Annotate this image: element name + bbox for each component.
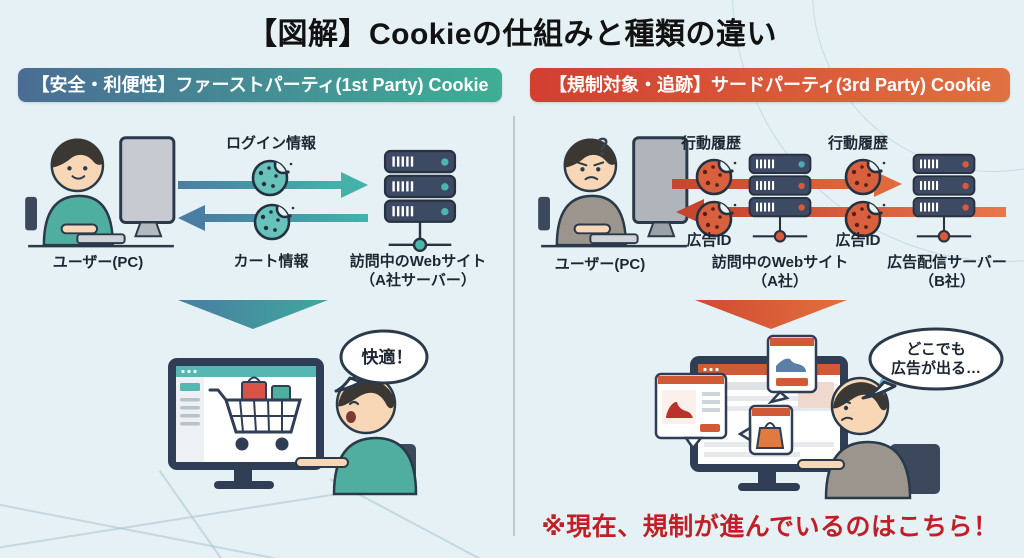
user-at-pc-icon [538, 136, 689, 248]
cookie-icon [844, 158, 886, 196]
site-a-label: 訪問中のWebサイト （A社） [705, 253, 855, 291]
ad-server-b-label: 広告配信サーバー （B社） [872, 253, 1022, 291]
site-a-server-label-line2: （A社サーバー） [360, 272, 476, 289]
server-icon [383, 149, 457, 252]
ads-everywhere-bubble-line1: どこでも [906, 341, 966, 358]
shopping-scene-illustration [168, 358, 418, 496]
cart-info-label: カート情報 [233, 253, 309, 270]
down-arrow-icon [178, 300, 328, 329]
browsing-history-label: 行動履歴 [827, 135, 888, 152]
ad-server-b-label-line1: 広告配信サーバー [887, 254, 1007, 271]
site-a-label-line1: 訪問中のWebサイト [711, 254, 849, 271]
ads-scene-illustration [654, 334, 940, 500]
cookie-icon [695, 158, 737, 196]
speech-bubble [334, 329, 429, 393]
ad-id-label: 広告ID [686, 232, 732, 249]
third-party-header: 【規制対象・追跡】サードパーティ(3rd Party) Cookie [530, 68, 1010, 102]
regulation-footnote: ※現在、規制が進んでいるのはこちら！ [541, 513, 999, 541]
ads-everywhere-bubble-text: どこでも 広告が出る… [876, 340, 996, 378]
down-arrow-icon [695, 300, 847, 329]
cookie-icon [253, 203, 295, 241]
first-party-header: 【安全・利便性】ファーストパーティ(1st Party) Cookie [18, 68, 502, 102]
login-info-label: ログイン情報 [225, 135, 316, 152]
cookie-icon [844, 200, 886, 238]
cookie-icon [695, 200, 737, 238]
user-pc-label: ユーザー(PC) [554, 256, 646, 273]
site-a-server-label-line1: 訪問中のWebサイト [349, 253, 487, 270]
server-icon [748, 153, 812, 243]
background-line-decoration [0, 500, 275, 558]
server-icon [912, 153, 976, 243]
browsing-history-label: 行動履歴 [680, 135, 741, 152]
speech-bubble [861, 327, 1004, 400]
ad-server-b-label-line2: （B社） [919, 273, 975, 290]
background-line-decoration [0, 491, 346, 550]
site-a-server-label: 訪問中のWebサイト （A社サーバー） [340, 252, 496, 290]
site-a-label-line2: （A社） [752, 273, 808, 290]
cookie-icon [251, 159, 293, 197]
question-mark: ？ [597, 135, 620, 160]
comfortable-bubble-text: 快適！ [361, 348, 413, 367]
page-title: 【図解】Cookieの仕組みと種類の違い [246, 18, 778, 51]
user-at-pc-icon [25, 136, 176, 248]
user-pc-label: ユーザー(PC) [52, 254, 144, 271]
panel-divider [513, 116, 515, 536]
ad-id-label: 広告ID [835, 232, 881, 249]
ads-everywhere-bubble-line2: 広告が出る… [890, 360, 981, 377]
